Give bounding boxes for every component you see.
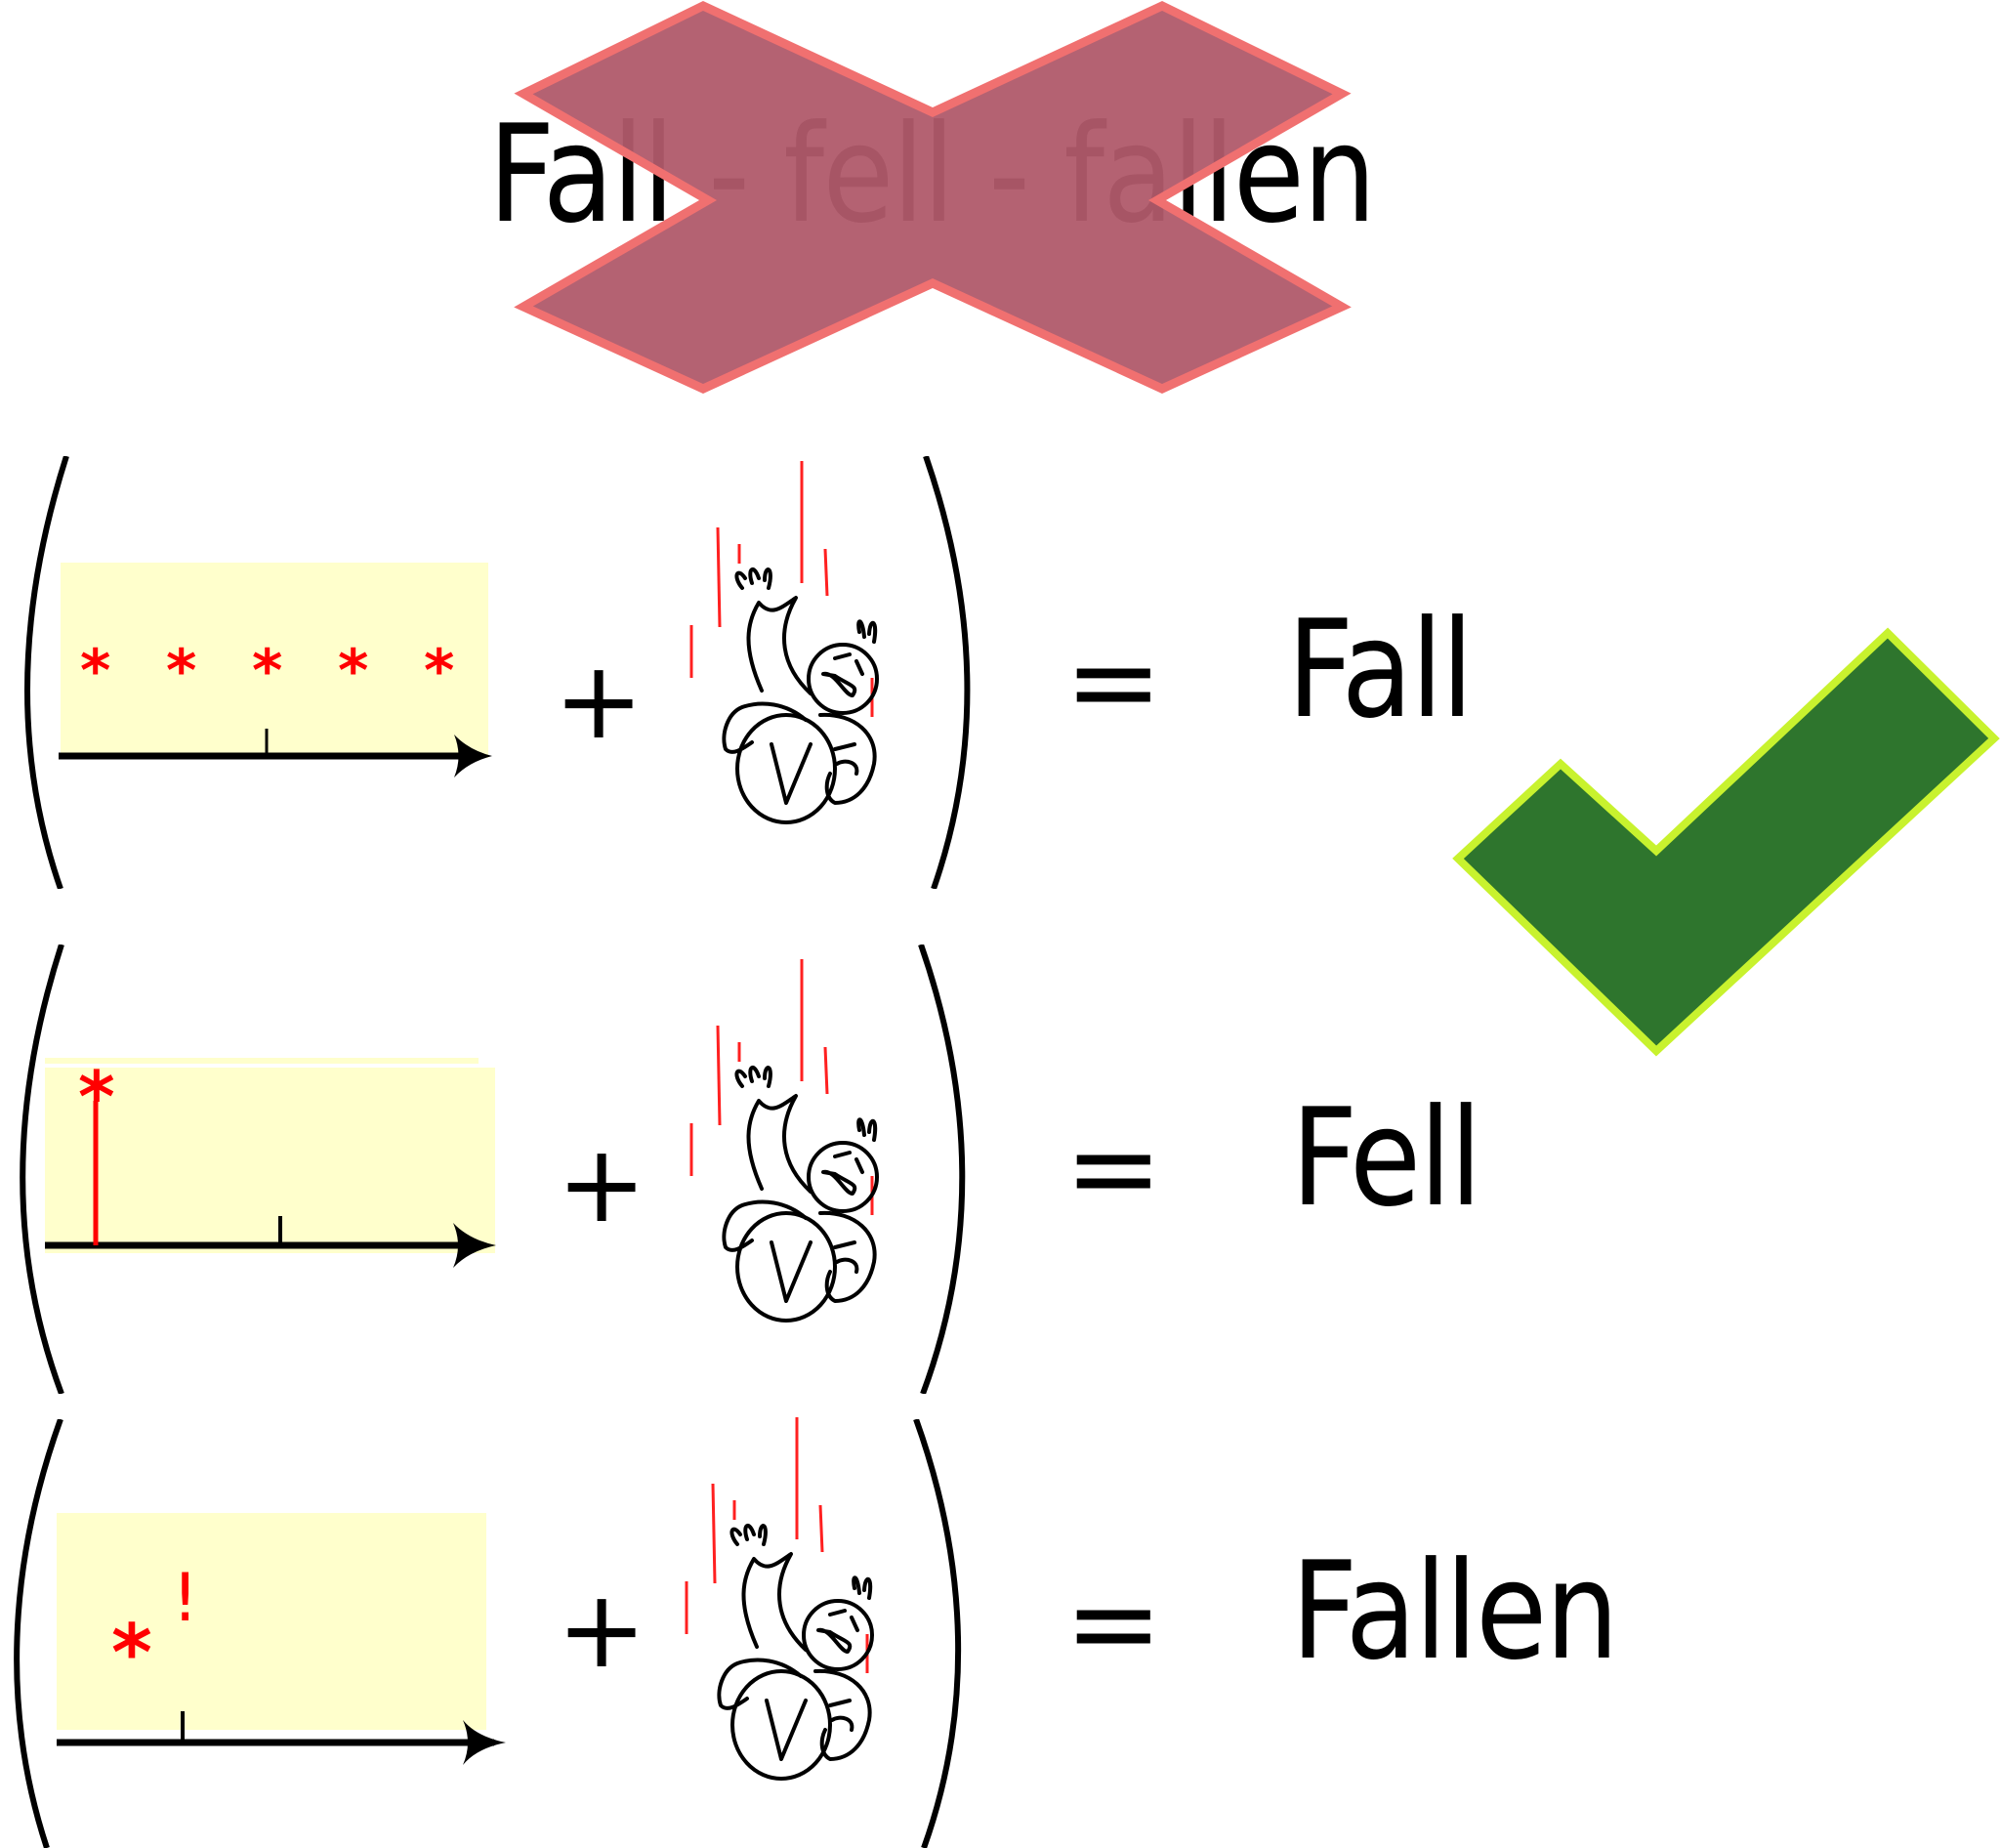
- timeline-box: [61, 563, 488, 758]
- equals-sign: =: [1064, 614, 1163, 750]
- plus-sign: +: [554, 638, 645, 763]
- right-paren: [918, 945, 966, 1394]
- equals-sign: =: [1064, 1556, 1163, 1692]
- equals-sign: =: [1064, 1101, 1163, 1237]
- plus-sign: +: [557, 1567, 647, 1692]
- marker: *: [78, 1056, 115, 1138]
- timeline-box: [45, 1068, 495, 1253]
- timeline: [57, 1711, 506, 1765]
- plus-sign: +: [557, 1121, 647, 1246]
- verb-form-fallen: Fallen: [1291, 1533, 1619, 1690]
- cross-shape-main: [514, 1, 1352, 394]
- left-paren: [20, 945, 64, 1394]
- timeline-arrowhead: [453, 1223, 496, 1268]
- timeline-box: [57, 1513, 486, 1730]
- timeline: [45, 1101, 496, 1268]
- falling-person-icon: [689, 959, 879, 1323]
- falling-person-icon: [689, 461, 879, 824]
- timeline-box-edge: [45, 1058, 479, 1064]
- marker: !: [172, 1560, 199, 1637]
- cross-icon: [514, 1, 1352, 394]
- marker: *: [111, 1608, 152, 1699]
- row-fall: * * * * * + = Fall: [0, 456, 2000, 889]
- verb-form-fell: Fell: [1291, 1079, 1482, 1237]
- right-paren: [913, 1419, 962, 1848]
- falling-person-icon: [685, 1417, 874, 1781]
- left-paren: [24, 456, 69, 889]
- marker: *: [166, 637, 197, 705]
- right-paren: [923, 456, 971, 889]
- marker: *: [424, 637, 455, 705]
- marker: *: [80, 637, 111, 705]
- row-fell: * + = Fell: [0, 945, 2000, 1394]
- verb-form-fall: Fall: [1287, 591, 1474, 748]
- left-paren: [14, 1419, 63, 1848]
- marker: *: [338, 637, 369, 705]
- timeline: [59, 729, 492, 777]
- timeline-arrowhead: [463, 1720, 506, 1765]
- row-fallen: * ! + = Fallen: [0, 1417, 2000, 1848]
- marker: *: [252, 637, 283, 705]
- timeline-arrowhead: [454, 735, 492, 777]
